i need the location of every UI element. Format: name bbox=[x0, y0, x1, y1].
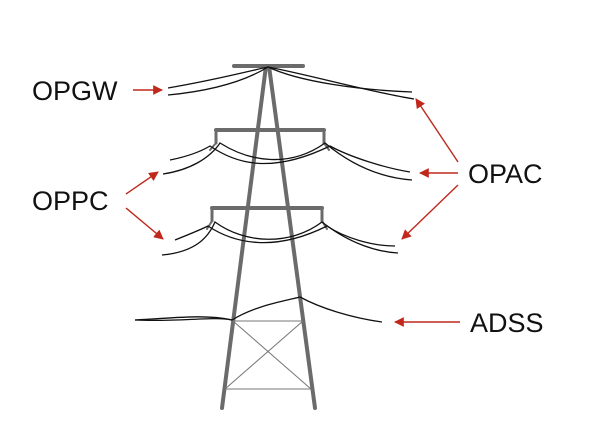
labels: OPGW OPPC OPAC ADSS bbox=[32, 76, 544, 338]
adss-cable-back bbox=[134, 316, 233, 321]
transmission-tower bbox=[206, 64, 330, 410]
oppc-arrow-upper bbox=[125, 171, 159, 195]
label-opac: OPAC bbox=[468, 159, 543, 189]
cables bbox=[134, 66, 415, 323]
label-oppc: OPPC bbox=[32, 186, 109, 216]
upper-cable-back bbox=[162, 142, 413, 181]
adss-cable-front bbox=[134, 296, 383, 323]
tower-upper-crossarm bbox=[209, 128, 330, 151]
tower-left-leg bbox=[220, 64, 268, 410]
label-adss: ADSS bbox=[470, 308, 544, 338]
lower-cable-front bbox=[174, 225, 396, 247]
opgw-cable-back bbox=[167, 66, 415, 100]
oppc-arrow-lower bbox=[125, 207, 164, 240]
lower-cable-back bbox=[161, 220, 399, 256]
opac-arrow-top bbox=[415, 98, 459, 163]
opac-arrow-bottom bbox=[401, 184, 459, 240]
tower-lattice-bracing bbox=[224, 320, 312, 390]
label-opgw: OPGW bbox=[32, 76, 118, 106]
tower-lower-crossarm bbox=[206, 206, 328, 230]
pointer-arrows bbox=[125, 85, 460, 327]
upper-cable-front bbox=[169, 145, 411, 173]
opgw-cable-front bbox=[167, 66, 413, 93]
